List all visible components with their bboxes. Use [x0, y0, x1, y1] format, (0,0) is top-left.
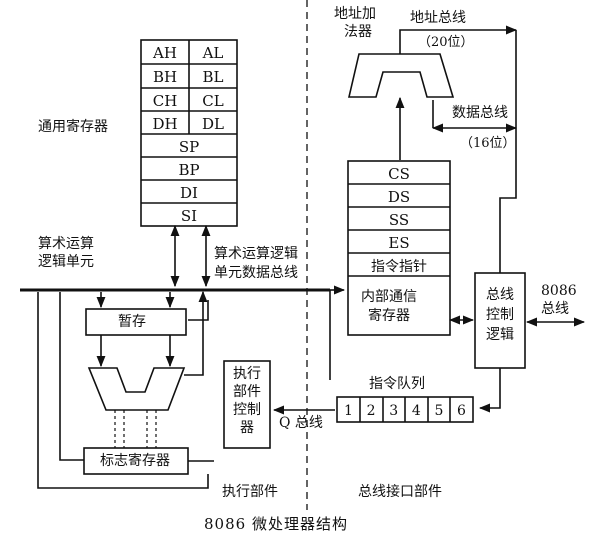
instruction-pointer: 指令指针 — [371, 259, 427, 275]
bus-control-label-2: 控制 — [486, 307, 514, 323]
eu-controller-box — [223, 360, 271, 449]
eu-controller-label-3: 控制 — [233, 402, 261, 418]
bus-control-label-3: 逻辑 — [486, 327, 514, 343]
address-adder-label-1: 地址加 — [334, 6, 376, 22]
queue-slot-5: 5 — [434, 403, 443, 419]
data-bus-width-label: （16位） — [460, 136, 516, 151]
diagram-caption: 8086 微处理器结构 — [204, 515, 348, 533]
alu-data-bus-label-line2: 单元数据总线 — [214, 265, 298, 281]
bus-8086-label-2: 总线 — [541, 301, 569, 317]
address-bus-label: 地址总线 — [410, 10, 466, 26]
general-registers-label: 通用寄存器 — [38, 119, 108, 135]
register-bh: BH — [153, 68, 177, 86]
register-sp: SP — [179, 138, 199, 156]
q-bus-label: Q 总线 — [279, 415, 323, 431]
register-al: AL — [202, 44, 224, 62]
register-dh: DH — [152, 115, 177, 133]
alu-data-bus-label-line1: 算术运算逻辑 — [214, 246, 298, 262]
bus-interface-unit-label: 总线接口部件 — [358, 484, 442, 500]
segment-register-block — [347, 160, 451, 336]
queue-slot-4: 4 — [412, 403, 421, 419]
queue-slot-3: 3 — [389, 403, 398, 419]
address-bus-width-label: （20位） — [418, 35, 474, 50]
flags-register-label: 标志寄存器 — [100, 453, 170, 469]
alu-unit-label-line2: 逻辑单元 — [38, 254, 94, 270]
data-bus-label: 数据总线 — [452, 105, 508, 121]
register-ds: DS — [388, 188, 410, 206]
register-di: DI — [180, 184, 198, 202]
queue-slot-1: 1 — [344, 403, 353, 419]
bus-control-label-1: 总线 — [486, 287, 514, 303]
eu-controller-label-1: 执行 — [233, 366, 261, 382]
queue-slot-6: 6 — [457, 403, 466, 419]
eu-controller-label-4: 器 — [240, 420, 254, 436]
register-bp: BP — [178, 161, 199, 179]
register-bl: BL — [203, 68, 224, 86]
temp-register-label: 暂存 — [118, 314, 146, 330]
queue-slot-2: 2 — [367, 403, 376, 419]
address-adder-shape — [347, 53, 455, 98]
register-ah: AH — [152, 44, 177, 62]
register-es: ES — [388, 234, 409, 252]
instruction-queue-label: 指令队列 — [369, 376, 425, 392]
alu-unit-label-line1: 算术运算 — [38, 236, 94, 252]
alu-shape — [87, 367, 186, 411]
register-ch: CH — [153, 92, 178, 110]
bus-8086-label-1: 8086 — [541, 283, 577, 299]
register-ss: SS — [389, 211, 409, 229]
address-adder-label-2: 法器 — [344, 24, 372, 40]
register-cs: CS — [388, 165, 410, 183]
internal-comm-label-1: 内部通信 — [361, 289, 417, 305]
eu-controller-label-2: 部件 — [233, 384, 261, 400]
register-si: SI — [181, 207, 197, 225]
register-cl: CL — [202, 92, 223, 110]
execution-unit-label: 执行部件 — [222, 484, 278, 500]
register-dl: DL — [202, 115, 224, 133]
internal-comm-label-2: 寄存器 — [368, 308, 410, 324]
temp-register-box — [85, 308, 187, 336]
